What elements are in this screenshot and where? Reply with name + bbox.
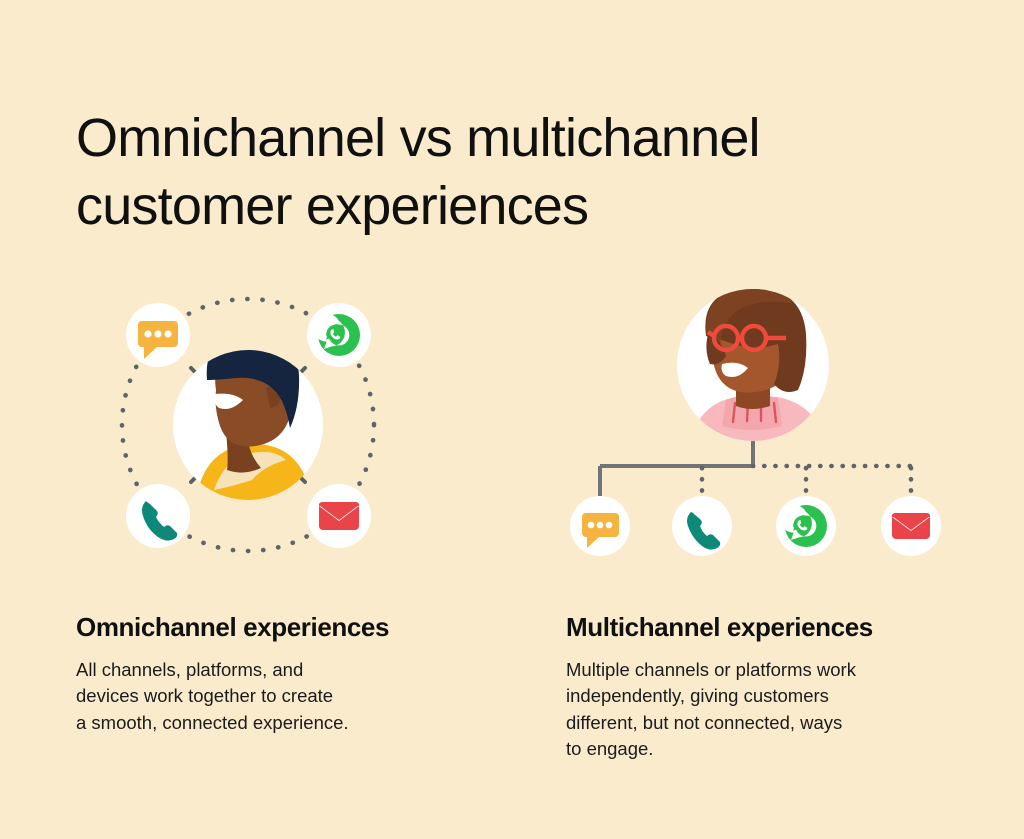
channel-badge-chat-right[interactable] <box>570 496 630 556</box>
chat-bubble-icon <box>138 321 178 359</box>
channel-badge-whatsapp-left[interactable] <box>307 303 371 367</box>
whatsapp-icon <box>312 313 360 356</box>
channel-badge-email-left[interactable] <box>307 484 371 548</box>
channel-badge-email-right[interactable] <box>881 496 941 556</box>
avatar-hair-sideburn <box>706 334 726 365</box>
diagram-stage <box>0 262 1024 592</box>
multichannel-diagram <box>570 289 941 556</box>
whatsapp-icon <box>779 504 827 547</box>
channel-badge-whatsapp-right[interactable] <box>776 496 836 556</box>
badge-circle <box>126 484 190 548</box>
omnichannel-caption: Omnichannel experiences All channels, pl… <box>76 612 516 736</box>
customer-avatar-male <box>173 350 323 500</box>
page-title: Omnichannel vs multichannel customer exp… <box>76 108 761 237</box>
chat-bubble-icon <box>582 513 619 548</box>
glasses-icon <box>706 323 786 353</box>
orbit-ring-dotted <box>119 296 377 554</box>
avatar-smile <box>214 393 243 409</box>
email-icon <box>319 501 359 530</box>
badge-circle <box>672 496 732 556</box>
channel-badge-chat-left[interactable] <box>126 303 190 367</box>
omnichannel-diagram <box>119 296 377 554</box>
avatar-smile <box>721 362 748 377</box>
phone-icon <box>142 501 178 541</box>
diagram-svg <box>119 289 941 556</box>
omnichannel-caption-body: All channels, platforms, and devices wor… <box>76 659 349 733</box>
multichannel-caption-body: Multiple channels or platforms work inde… <box>566 659 856 759</box>
multichannel-caption-heading: Multichannel experiences <box>566 612 873 642</box>
email-icon <box>892 512 930 539</box>
omnichannel-caption-heading: Omnichannel experiences <box>76 612 390 642</box>
phone-icon <box>687 512 721 550</box>
customer-avatar-female <box>677 289 829 441</box>
channel-badge-phone-left[interactable] <box>126 484 190 548</box>
channel-badge-phone-right[interactable] <box>672 496 732 556</box>
avatar-hair <box>206 350 300 428</box>
avatar-hair-fringe <box>705 289 794 346</box>
multichannel-caption: Multichannel experiences Multiple channe… <box>566 612 996 762</box>
